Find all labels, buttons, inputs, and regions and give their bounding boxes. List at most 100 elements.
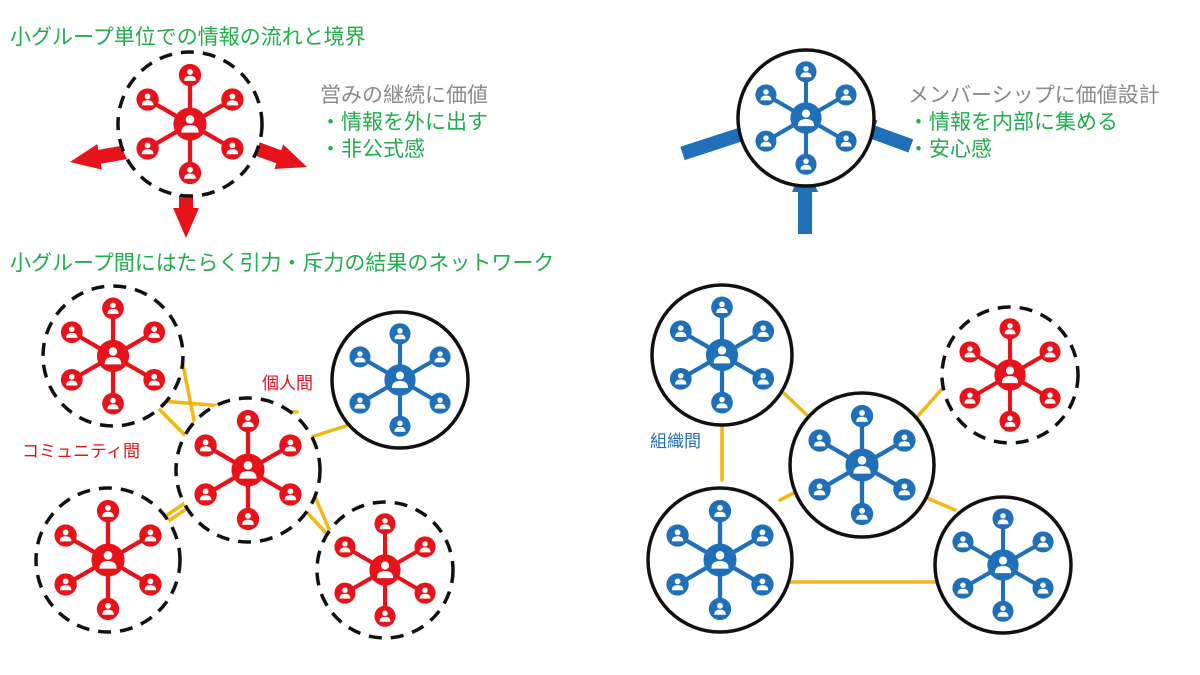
- person-icon: [1032, 577, 1054, 599]
- person-icon: [790, 102, 822, 134]
- community-group: [315, 500, 455, 640]
- person-icon: [178, 63, 202, 87]
- person-icon: [349, 346, 371, 368]
- community-title: 営みの継続に価値: [320, 83, 488, 107]
- person-icon: [752, 367, 775, 390]
- person-icon: [96, 597, 120, 621]
- community-group: [174, 396, 322, 544]
- person-icon: [221, 88, 244, 111]
- person-icon: [755, 130, 777, 152]
- person-icon: [136, 88, 159, 111]
- person-icon: [835, 130, 857, 152]
- person-icon: [808, 478, 831, 501]
- person-icon: [959, 341, 981, 363]
- person-icon: [669, 367, 692, 390]
- person-icon: [96, 499, 120, 523]
- person-icon: [711, 391, 733, 414]
- organization-group: [933, 495, 1073, 635]
- person-icon: [374, 605, 396, 627]
- person-icon: [139, 573, 162, 596]
- person-icon: [178, 161, 202, 185]
- person-icon: [703, 543, 737, 577]
- person-icon: [850, 502, 874, 526]
- community-group: [940, 305, 1080, 445]
- person-icon: [835, 84, 857, 106]
- person-icon: [334, 582, 356, 604]
- person-icon: [389, 323, 411, 345]
- organization-group: [646, 486, 794, 634]
- person-icon: [54, 524, 77, 547]
- person-icon: [708, 597, 732, 621]
- person-icon: [194, 483, 217, 506]
- person-icon: [279, 434, 302, 457]
- community-group: [41, 284, 185, 428]
- label-organization-between: 組織間: [650, 432, 701, 452]
- person-icon: [136, 137, 159, 160]
- person-icon: [389, 415, 411, 437]
- person-icon: [893, 478, 916, 501]
- person-icon: [60, 368, 83, 391]
- person-icon: [334, 536, 356, 558]
- organization-group: [650, 283, 794, 427]
- person-icon: [795, 153, 817, 175]
- person-icon: [666, 573, 689, 596]
- person-icon: [1039, 341, 1061, 363]
- person-icon: [999, 410, 1021, 432]
- person-icon: [752, 320, 775, 343]
- person-icon: [755, 84, 777, 106]
- heading-middle: 小グループ間にはたらく引力・斥力の結果のネットワーク: [10, 251, 555, 275]
- person-icon: [952, 531, 974, 553]
- label-community-between: コミュニティ間: [22, 442, 140, 462]
- person-icon: [987, 549, 1019, 581]
- person-icon: [279, 483, 302, 506]
- person-icon: [994, 359, 1026, 391]
- community-point-1: ・情報を外に出す: [320, 110, 488, 134]
- person-icon: [711, 296, 733, 319]
- person-icon: [102, 297, 124, 320]
- person-icon: [751, 573, 774, 596]
- membership-title: メンバーシップに価値設計: [908, 83, 1160, 107]
- person-icon: [893, 429, 916, 452]
- person-icon: [236, 409, 260, 433]
- person-icon: [236, 507, 260, 531]
- person-icon: [992, 508, 1014, 530]
- person-icon: [708, 499, 732, 523]
- membership-point-2: ・安心感: [908, 137, 992, 161]
- person-icon: [414, 536, 436, 558]
- person-icon: [992, 600, 1014, 622]
- person-icon: [1032, 531, 1054, 553]
- person-icon: [349, 392, 371, 414]
- person-icon: [60, 321, 83, 344]
- person-icon: [384, 364, 416, 396]
- person-icon: [369, 554, 401, 586]
- person-icon: [139, 524, 162, 547]
- person-icon: [91, 543, 125, 577]
- person-icon: [959, 387, 981, 409]
- person-icon: [414, 582, 436, 604]
- person-icon: [669, 320, 692, 343]
- person-icon: [705, 338, 739, 372]
- person-icon: [96, 339, 130, 373]
- person-icon: [429, 346, 451, 368]
- organization-group: [736, 48, 876, 188]
- person-icon: [795, 61, 817, 83]
- person-icon: [221, 137, 244, 160]
- person-icon: [666, 524, 689, 547]
- membership-point-1: ・情報を内部に集める: [908, 110, 1118, 134]
- person-icon: [751, 524, 774, 547]
- person-icon: [143, 321, 166, 344]
- person-icon: [1039, 387, 1061, 409]
- community-point-2: ・非公式感: [320, 137, 425, 161]
- person-icon: [102, 392, 124, 415]
- group-layer: [34, 48, 1080, 640]
- person-icon: [845, 448, 879, 482]
- person-icon: [231, 453, 265, 487]
- label-individual: 個人間: [262, 374, 313, 394]
- person-icon: [143, 368, 166, 391]
- heading-top: 小グループ単位での情報の流れと境界: [10, 25, 366, 49]
- person-icon: [173, 107, 207, 141]
- organization-group: [330, 310, 470, 450]
- person-icon: [374, 513, 396, 535]
- organization-group: [788, 391, 936, 539]
